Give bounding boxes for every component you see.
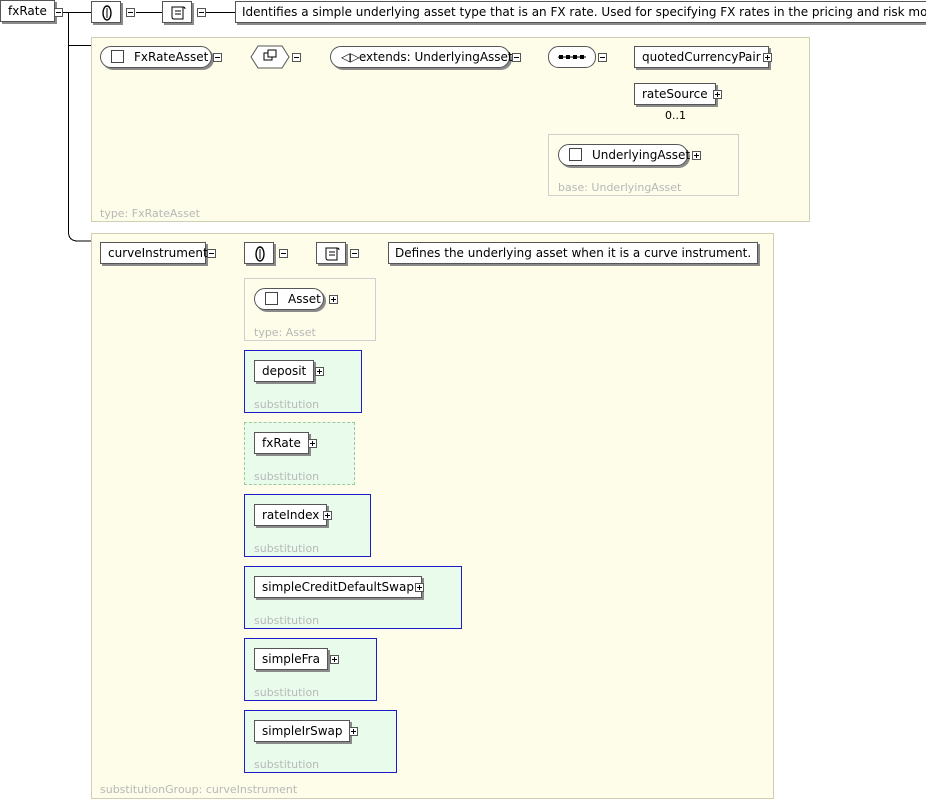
type-checkbox-icon	[265, 292, 278, 305]
root-element-fxrate[interactable]: fxRate	[0, 0, 55, 22]
documentation-scroll-icon	[316, 242, 346, 264]
substitution-caption: substitution	[254, 398, 320, 411]
type-checkbox-icon	[111, 50, 124, 63]
asset-type[interactable]: Asset	[254, 288, 324, 310]
all-compositor-icon	[244, 242, 274, 264]
child-quotedcurrencypair[interactable]: quotedCurrencyPair	[634, 46, 769, 68]
substitution-caption: substitution	[254, 758, 320, 771]
expand-toggle[interactable]	[713, 90, 722, 99]
base-caption: base: UnderlyingAsset	[558, 181, 682, 194]
expand-toggle[interactable]	[308, 439, 317, 448]
child-ratesource[interactable]: rateSource	[634, 83, 716, 105]
collapse-toggle[interactable]	[54, 8, 63, 17]
extends-arrow-icon: ◁▷	[341, 50, 360, 64]
substitution-caption: substitution	[254, 614, 320, 627]
expand-toggle[interactable]	[329, 295, 338, 304]
extends-label: extends: UnderlyingAsset	[358, 50, 513, 64]
substitution-element-simplefra[interactable]: simpleFra	[254, 648, 328, 670]
substitution-element-simpleirswap[interactable]: simpleIrSwap	[254, 720, 351, 742]
collapse-toggle[interactable]	[213, 53, 222, 62]
curveinstrument-panel	[91, 233, 774, 799]
expand-toggle[interactable]	[349, 727, 358, 736]
fxrate-type-caption: type: FxRateAsset	[100, 207, 200, 220]
expand-toggle[interactable]	[330, 655, 339, 664]
underlyingasset-type[interactable]: UnderlyingAsset	[558, 144, 691, 166]
expand-toggle[interactable]	[323, 511, 332, 520]
substitution-element-simplecreditdefaultswap[interactable]: simpleCreditDefaultSwap	[254, 576, 422, 598]
extends-underlyingasset[interactable]: ◁▷ extends: UnderlyingAsset	[330, 46, 513, 68]
substitution-group-caption: substitutionGroup: curveInstrument	[100, 783, 298, 796]
substitution-element-fxrate[interactable]: fxRate	[254, 432, 309, 454]
expand-toggle[interactable]	[692, 151, 701, 160]
collapse-toggle[interactable]	[598, 53, 607, 62]
base-underlyingasset-group	[548, 134, 739, 196]
curveinstrument-documentation: Defines the underlying asset when it is …	[388, 242, 759, 264]
collapse-toggle[interactable]	[207, 249, 216, 258]
ratesource-occurs: 0..1	[665, 109, 686, 122]
substitution-element-rateindex[interactable]: rateIndex	[254, 504, 328, 526]
expand-toggle[interactable]	[763, 53, 772, 62]
collapse-toggle[interactable]	[197, 8, 206, 17]
complex-type-name: FxRateAsset	[134, 50, 209, 64]
expand-toggle[interactable]	[315, 367, 324, 376]
asset-name: Asset	[288, 292, 321, 306]
element-curveinstrument[interactable]: curveInstrument	[100, 242, 208, 264]
substitution-caption: substitution	[254, 470, 320, 483]
substitution-element-deposit[interactable]: deposit	[254, 360, 315, 382]
all-compositor-icon	[91, 1, 121, 23]
collapse-toggle[interactable]	[350, 249, 359, 258]
collapse-toggle[interactable]	[512, 53, 521, 62]
asset-caption: type: Asset	[254, 326, 316, 339]
root-documentation: Identifies a simple underlying asset typ…	[235, 1, 926, 23]
substitution-caption: substitution	[254, 542, 320, 555]
collapse-toggle[interactable]	[279, 249, 288, 258]
sequence-dots-icon	[548, 46, 598, 69]
asset-type-group	[244, 278, 376, 341]
documentation-scroll-icon	[162, 1, 192, 23]
sequence-compositor-icon	[250, 45, 290, 70]
underlyingasset-name: UnderlyingAsset	[592, 148, 691, 162]
substitution-caption: substitution	[254, 686, 320, 699]
complex-type-fxrateasset[interactable]: FxRateAsset	[100, 46, 212, 68]
collapse-toggle[interactable]	[126, 8, 135, 17]
collapse-toggle[interactable]	[292, 53, 301, 62]
expand-toggle[interactable]	[415, 583, 424, 592]
type-checkbox-icon	[569, 148, 582, 161]
